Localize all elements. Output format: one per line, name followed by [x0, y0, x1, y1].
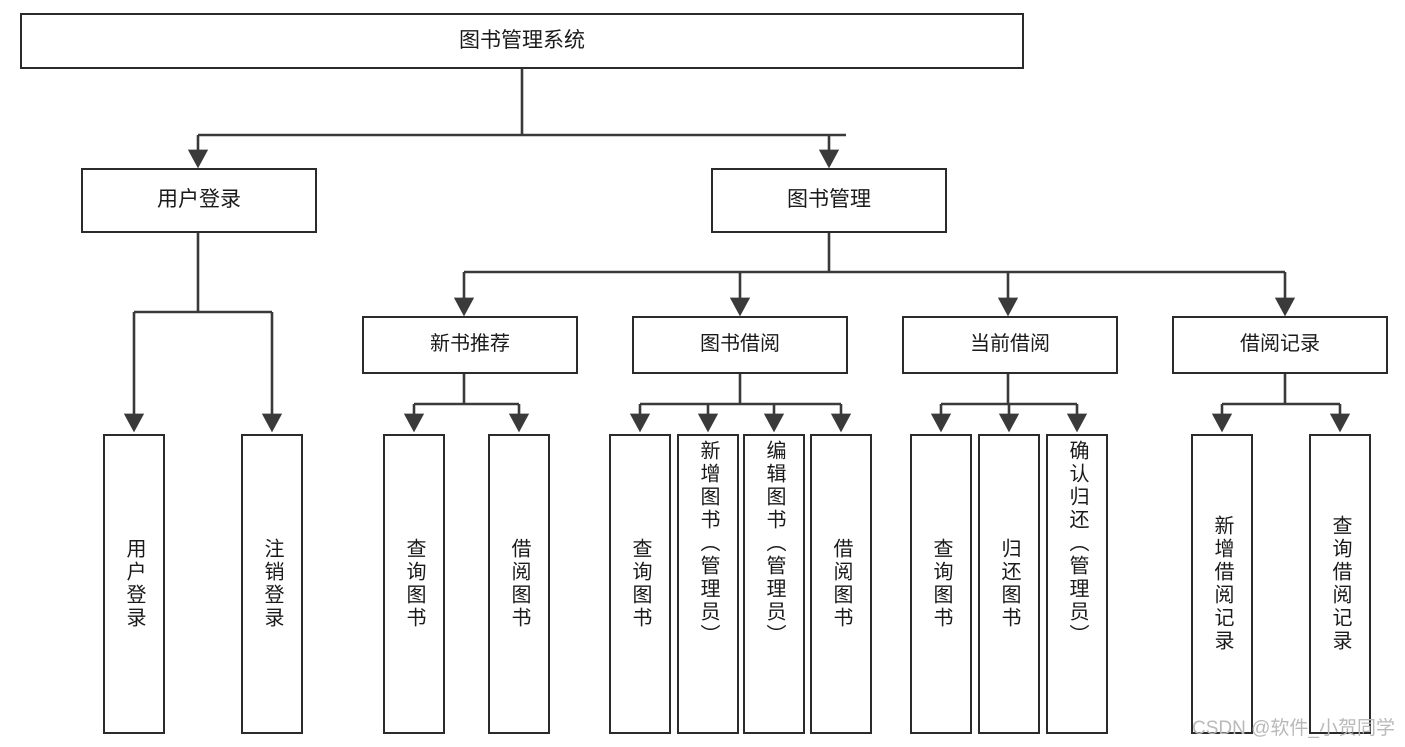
- node-label: 用户登录: [157, 188, 241, 212]
- node-label: 查询借阅记录: [1329, 515, 1351, 653]
- leaf-current-borrow-return-books[interactable]: 归还图书: [978, 434, 1040, 734]
- node-label: 用户登录: [123, 538, 145, 630]
- leaf-borrow-record-query-record[interactable]: 查询借阅记录: [1309, 434, 1371, 734]
- node-label: 新增图书（管理员）: [697, 440, 719, 647]
- node-label: 注销登录: [261, 538, 283, 630]
- node-book-management[interactable]: 图书管理: [711, 168, 947, 233]
- node-book-borrow[interactable]: 图书借阅: [632, 316, 848, 374]
- node-label: 查询图书: [629, 538, 651, 630]
- node-root-book-management-system[interactable]: 图书管理系统: [20, 13, 1024, 69]
- node-label: 图书管理系统: [459, 28, 585, 52]
- leaf-user-login-signout[interactable]: 注销登录: [241, 434, 303, 734]
- node-label: 新书推荐: [430, 333, 510, 356]
- leaf-borrow-record-add-record[interactable]: 新增借阅记录: [1191, 434, 1253, 734]
- node-label: 图书管理: [787, 188, 871, 212]
- node-label: 确认归还（管理员）: [1066, 440, 1088, 647]
- leaf-book-borrow-query-books[interactable]: 查询图书: [609, 434, 671, 734]
- leaf-current-borrow-query-books[interactable]: 查询图书: [910, 434, 972, 734]
- node-current-borrow[interactable]: 当前借阅: [902, 316, 1118, 374]
- node-label: 查询图书: [403, 538, 425, 630]
- node-label: 归还图书: [998, 538, 1020, 630]
- node-borrow-record[interactable]: 借阅记录: [1172, 316, 1388, 374]
- node-label: 编辑图书（管理员）: [763, 440, 785, 647]
- leaf-book-borrow-add-book-admin[interactable]: 新增图书（管理员）: [677, 434, 739, 734]
- node-label: 借阅记录: [1240, 333, 1320, 356]
- node-label: 借阅图书: [830, 538, 852, 630]
- leaf-new-book-borrow-books[interactable]: 借阅图书: [488, 434, 550, 734]
- node-label: 当前借阅: [970, 333, 1050, 356]
- node-user-login[interactable]: 用户登录: [81, 168, 317, 233]
- leaf-book-borrow-edit-book-admin[interactable]: 编辑图书（管理员）: [743, 434, 805, 734]
- node-label: 新增借阅记录: [1211, 515, 1233, 653]
- node-label: 查询图书: [930, 538, 952, 630]
- leaf-user-login-signin[interactable]: 用户登录: [103, 434, 165, 734]
- node-new-book-recommend[interactable]: 新书推荐: [362, 316, 578, 374]
- leaf-book-borrow-borrow-books[interactable]: 借阅图书: [810, 434, 872, 734]
- node-label: 借阅图书: [508, 538, 530, 630]
- leaf-new-book-query-books[interactable]: 查询图书: [383, 434, 445, 734]
- leaf-current-borrow-confirm-return-admin[interactable]: 确认归还（管理员）: [1046, 434, 1108, 734]
- node-label: 图书借阅: [700, 333, 780, 356]
